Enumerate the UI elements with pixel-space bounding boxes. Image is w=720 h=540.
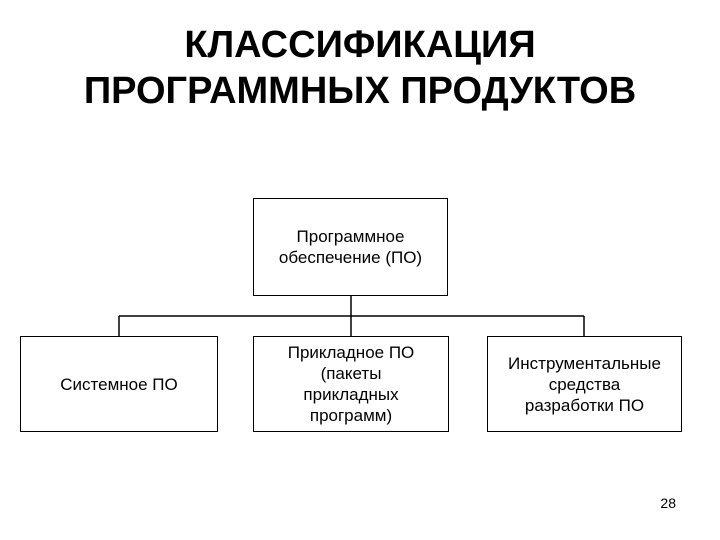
slide-title-line-2: ПРОГРАММНЫХ ПРОДУКТОВ bbox=[83, 70, 637, 112]
child-node-development-tools: Инструментальные средства разработки ПО bbox=[487, 336, 682, 432]
child-node-label: Прикладное ПО (пакеты прикладных програм… bbox=[287, 343, 415, 425]
slide-title-line-1: КЛАССИФИКАЦИЯ bbox=[184, 24, 536, 66]
root-node-software: Программное обеспечение (ПО) bbox=[253, 198, 448, 296]
child-node-system-software: Системное ПО bbox=[20, 336, 218, 432]
child-node-application-software: Прикладное ПО (пакеты прикладных програм… bbox=[253, 336, 449, 432]
page-number: 28 bbox=[660, 495, 676, 511]
child-node-label: Системное ПО bbox=[60, 374, 178, 394]
child-node-label: Инструментальные средства разработки ПО bbox=[508, 353, 661, 415]
root-node-label: Программное обеспечение (ПО) bbox=[278, 227, 423, 267]
slide-title: КЛАССИФИКАЦИЯ ПРОГРАММНЫХ ПРОДУКТОВ bbox=[0, 22, 720, 114]
